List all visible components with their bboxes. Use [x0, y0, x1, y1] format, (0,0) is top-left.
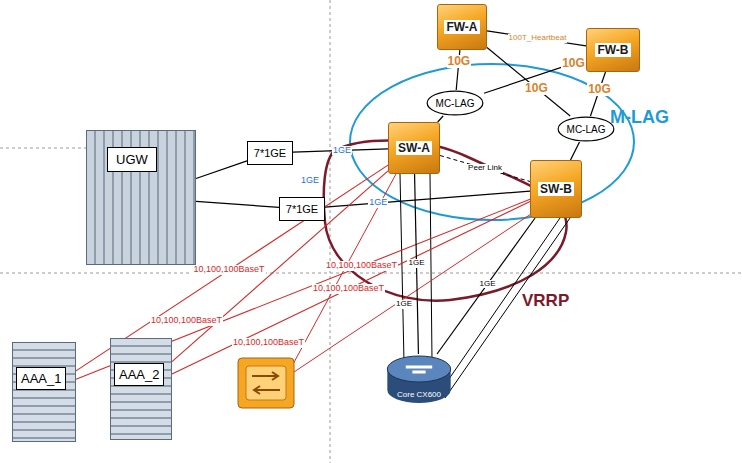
connector-line	[172, 202, 530, 375]
link-bundle-box: 7*1GE	[279, 197, 325, 221]
node-label: MC-LAG	[436, 98, 475, 109]
connector-line	[440, 156, 530, 182]
switch-links	[292, 174, 534, 372]
link-label: 10,100,100BaseT	[150, 316, 223, 326]
connector-line	[438, 116, 443, 122]
connector-line	[437, 218, 535, 354]
edge-label: 1GE	[407, 259, 425, 268]
edge-label: 10,100,100BaseT	[192, 265, 265, 275]
node-label: MC-LAG	[567, 124, 606, 135]
node-label: SW-A	[396, 141, 432, 155]
connector-line	[487, 31, 586, 46]
connector-line	[571, 142, 580, 160]
mclag-ellipse: MC-LAG	[426, 90, 484, 116]
region-label: M-LAG	[610, 108, 669, 128]
node-label: FW-A	[444, 20, 479, 34]
edge-label: 1GE	[368, 198, 388, 208]
link-bundle-box: 7*1GE	[247, 141, 293, 165]
node-label: 7*1GE	[286, 203, 318, 215]
edge-label: 100T_Heartbeat	[508, 34, 568, 43]
firewall: FW-A	[437, 4, 487, 50]
gateway-chassis: UGW	[86, 130, 196, 265]
connector	[487, 48, 570, 116]
node-label: Core CX600	[397, 390, 441, 399]
edge-label: 10G	[587, 83, 612, 96]
edge-label: Peer Link	[467, 164, 503, 173]
node-label: SW-B	[538, 182, 574, 196]
mclag-ellipse: MC-LAG	[557, 116, 615, 142]
switch: SW-A	[388, 122, 440, 174]
region-label: VRRP	[522, 292, 569, 311]
connector	[196, 201, 279, 207]
aaa-server: AAA_1	[12, 342, 76, 442]
connector	[172, 202, 530, 375]
firewall: FW-B	[586, 28, 640, 72]
connector-line	[196, 201, 279, 207]
edge-label: 10G	[561, 57, 586, 70]
connector	[487, 31, 586, 46]
edge-label: 10,100,100BaseT	[312, 284, 385, 294]
connector	[571, 142, 580, 160]
connector	[438, 116, 443, 122]
edge-label: 1GE	[332, 146, 352, 156]
switch: SW-B	[530, 160, 582, 218]
connector	[196, 161, 247, 179]
connector-line	[196, 161, 247, 179]
access-switch-icon	[238, 358, 294, 408]
connector-line	[487, 48, 570, 116]
connector	[437, 218, 535, 354]
link-label: 1GE	[395, 300, 413, 309]
mlag-region	[350, 64, 634, 220]
node-label: AAA_2	[114, 363, 164, 386]
aaa-server: AAA_2	[110, 338, 172, 440]
link-label: 1GE	[300, 176, 320, 186]
core-router: Core CX600	[386, 354, 452, 404]
link-label: 10,100,100BaseT	[232, 338, 305, 348]
edge-label: 10,100,100BaseT	[325, 261, 398, 271]
node-label: 7*1GE	[254, 147, 286, 159]
node-label: FW-B	[595, 43, 630, 57]
node-label: UGW	[107, 147, 157, 172]
edge-label: 1GE	[478, 280, 496, 289]
node-label: AAA_1	[16, 367, 66, 390]
edge-label: 10G	[524, 82, 549, 95]
connector	[440, 156, 530, 182]
edge-label: 10G	[447, 55, 472, 68]
